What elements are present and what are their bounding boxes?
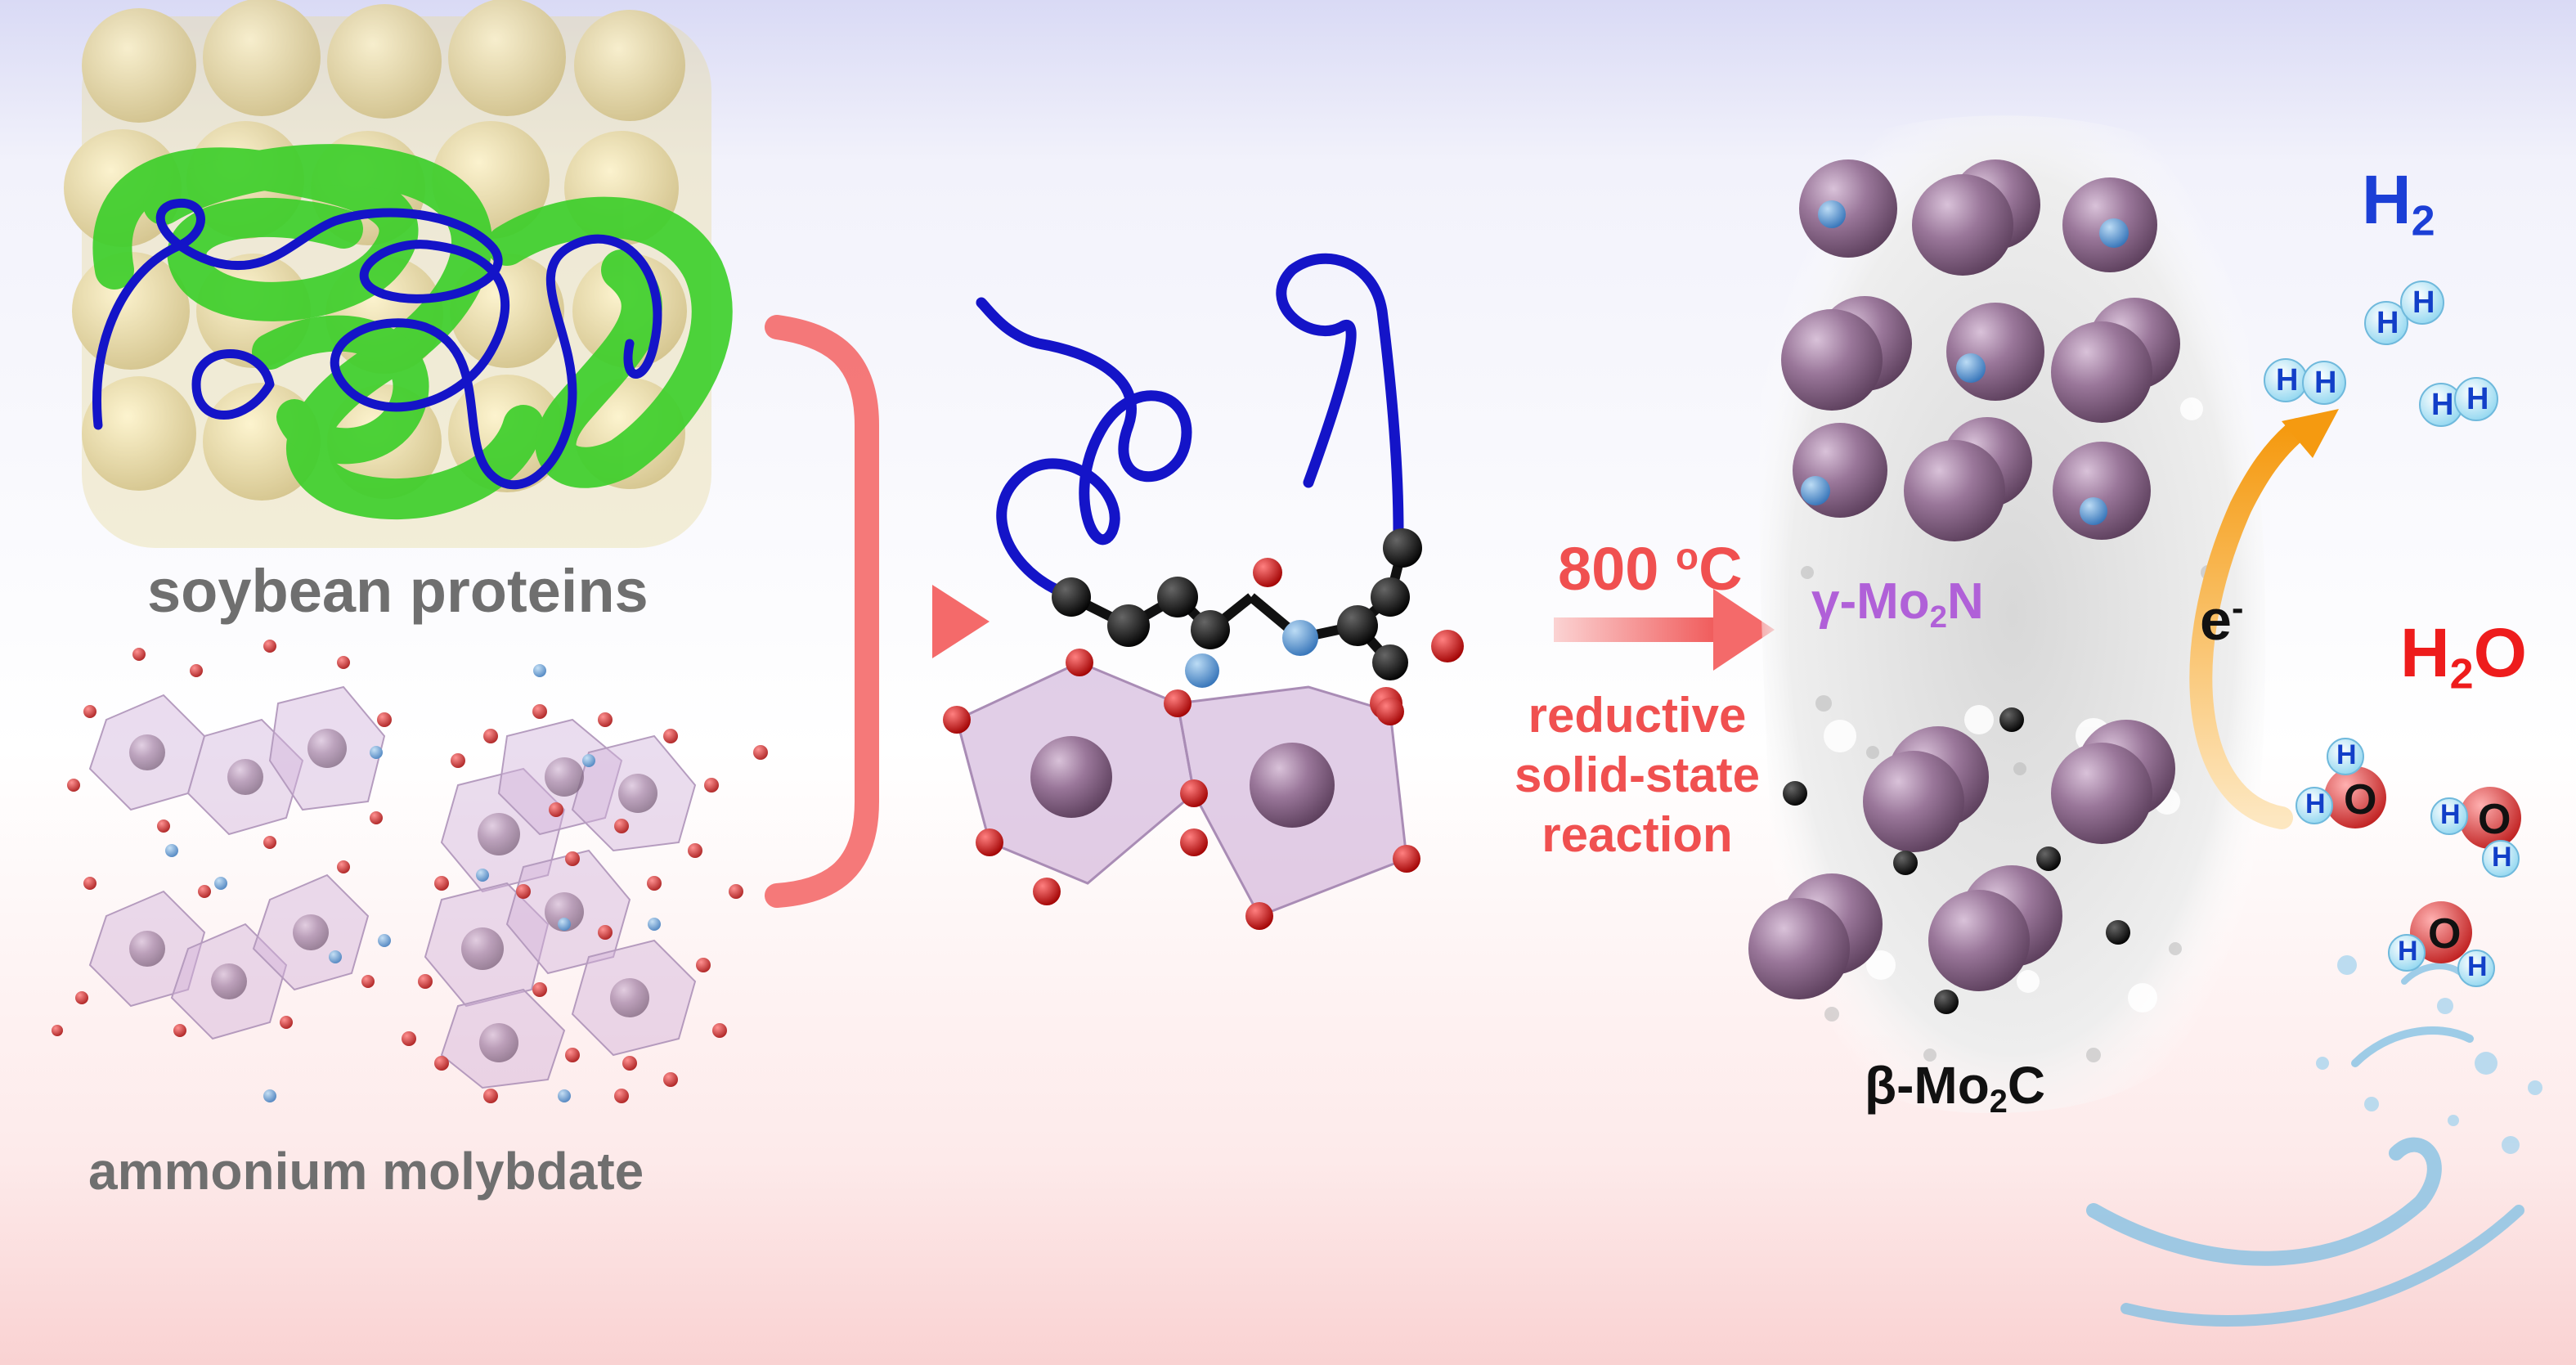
merge-arrow [765, 315, 945, 908]
merge-arrowhead [932, 585, 990, 658]
h-atom-label: H [2431, 388, 2454, 422]
electron-arrowhead [2282, 409, 2339, 458]
molybdate-lattice [52, 640, 768, 1103]
mo2n-cluster [1781, 159, 2180, 541]
o-atom-label: O [2428, 910, 2462, 958]
water-droplets [2316, 955, 2542, 1154]
ammonium-molybdate-label: ammonium molybdate [88, 1142, 644, 1201]
water-splash [2086, 963, 2524, 1327]
reaction-label: reductive solid-state reaction [1490, 685, 1784, 864]
reaction-arrowhead [1713, 589, 1775, 671]
h2o-molecules [2296, 738, 2521, 987]
h-atom-label: H [2336, 739, 2357, 770]
h-atom-label: H [2467, 951, 2488, 982]
h-atom-label: H [2314, 366, 2337, 400]
electron-arrow [2189, 418, 2309, 829]
mo2c-cluster [1748, 707, 2175, 1014]
protein-chain [92, 199, 662, 490]
o-atom-label: O [2478, 796, 2511, 843]
o-atom-label: O [2344, 776, 2377, 824]
gamma-mo2n-label: γ-Mo2N [1811, 573, 1984, 635]
h-atom-label: H [2398, 936, 2418, 967]
h-atom-label: H [2440, 799, 2461, 830]
complex-mo-atoms [1030, 736, 1335, 828]
complex-atoms [943, 528, 1464, 930]
h2-label: H2 [2362, 161, 2435, 245]
h2-molecules [2264, 281, 2498, 427]
electron-label: e- [2200, 588, 2244, 652]
soybean-proteins-label: soybean proteins [147, 557, 648, 625]
reaction-line-3: reaction [1542, 807, 1733, 862]
reaction-line-1: reductive [1528, 688, 1747, 743]
h-atom-label: H [2492, 842, 2512, 873]
h2o-label: H2O [2400, 614, 2527, 698]
reaction-line-2: solid-state [1514, 748, 1761, 802]
reaction-arrow-shaft [1554, 617, 1717, 642]
h-atom-label: H [2376, 306, 2399, 340]
h-atom-label: H [2305, 788, 2326, 819]
complex-octahedra [955, 661, 1408, 918]
temperature-label: 800 oC [1558, 535, 1743, 604]
complex-chain [976, 253, 1404, 595]
beta-mo2c-label: β-Mo2C [1865, 1056, 2046, 1120]
h-atom-label: H [2466, 382, 2489, 416]
h-atom-label: H [2412, 285, 2435, 320]
h-atom-label: H [2276, 363, 2299, 397]
